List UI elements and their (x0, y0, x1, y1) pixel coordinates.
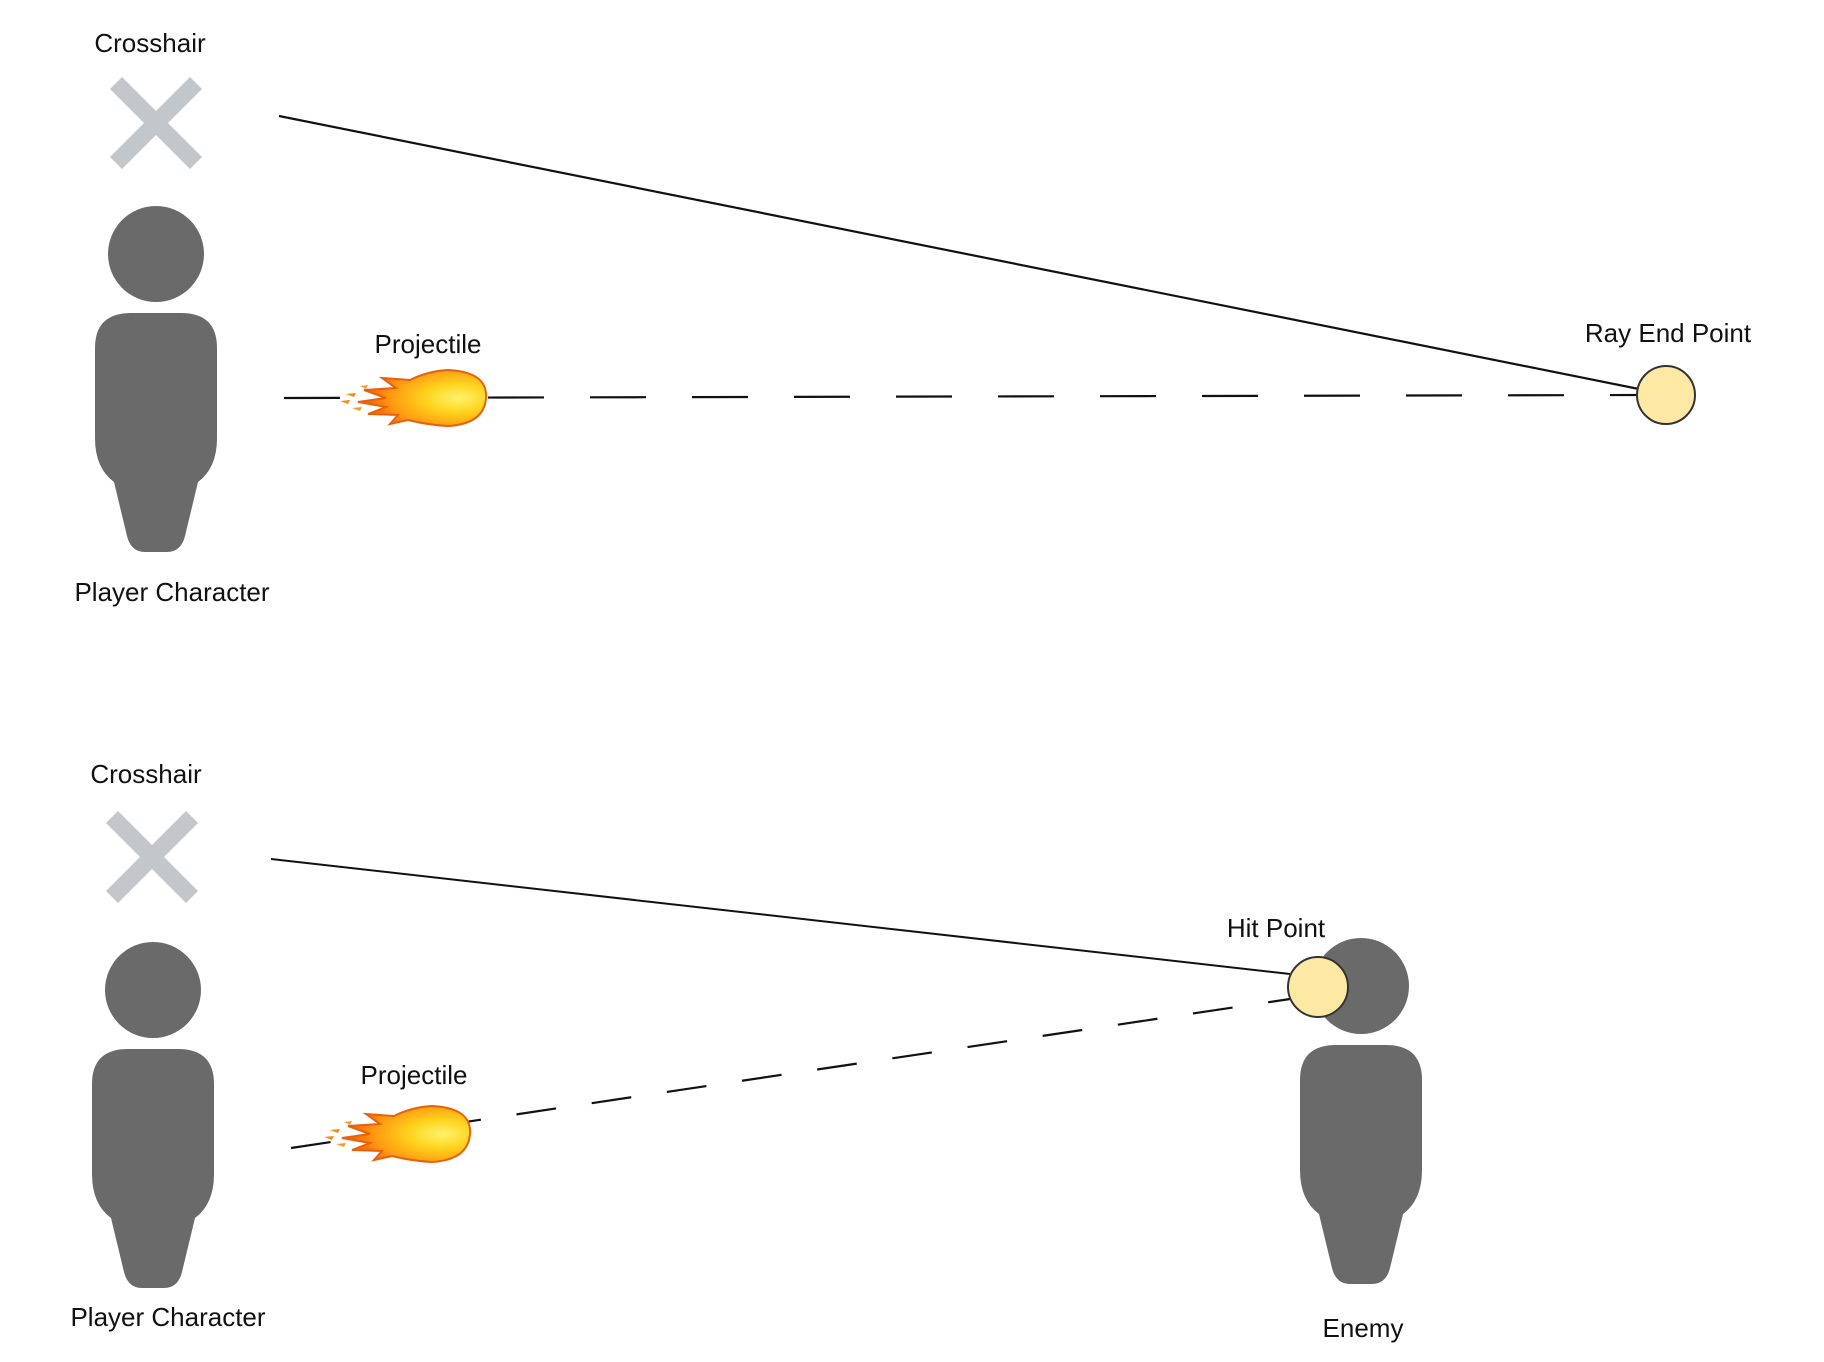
crosshair-icon (106, 811, 198, 903)
fireball-icon (323, 1105, 472, 1163)
player-character-label: Player Character (74, 577, 269, 607)
crosshair-ray-line (278, 114, 1640, 391)
player-character-icon (95, 206, 217, 552)
crosshair-ray-line (270, 858, 1291, 975)
hit-point-marker (1287, 956, 1349, 1018)
projectile-label: Projectile (361, 1060, 468, 1090)
player-character-label: Player Character (70, 1302, 265, 1332)
hit-point-label: Hit Point (1227, 913, 1326, 943)
ray-end-point-label: Ray End Point (1585, 318, 1752, 348)
fireball-icon (339, 369, 488, 427)
enemy-label: Enemy (1323, 1313, 1404, 1343)
bottom-panel: Crosshair Player Character Enemy Project… (70, 759, 1422, 1343)
top-panel: Crosshair Player Character Projectile Ra… (74, 28, 1751, 607)
ray-end-point-marker (1636, 365, 1696, 425)
projectile-label: Projectile (375, 329, 482, 359)
crosshair-label: Crosshair (90, 759, 202, 789)
crosshair-icon (110, 77, 202, 169)
player-character-icon (92, 942, 214, 1288)
projectile-path-line (283, 393, 1640, 400)
crosshair-label: Crosshair (94, 28, 206, 58)
